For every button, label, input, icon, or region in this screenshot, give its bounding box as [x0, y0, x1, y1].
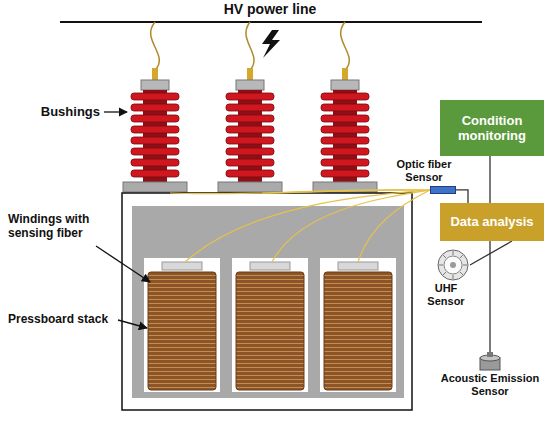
part-label: Pressboard stack: [8, 312, 130, 326]
part-label: HV power line: [190, 1, 350, 18]
uhf-sensor-bolt: [453, 275, 454, 279]
bushing-shed: [321, 104, 369, 111]
bushing-shed: [321, 93, 369, 100]
bushing-shed: [131, 159, 179, 166]
bushing-shed: [226, 159, 274, 166]
sensor-label: Optic fiber Sensor: [392, 158, 456, 184]
transformer-core: [132, 206, 404, 398]
sensor: UHF Sensor: [422, 248, 470, 308]
bushing: [218, 68, 282, 192]
bushing-shed: [131, 126, 179, 133]
winding-top: [338, 262, 378, 270]
bushing: [123, 68, 187, 192]
bushing-shed: [321, 115, 369, 122]
bushing-base: [218, 182, 282, 192]
sensor: Optic fiber Sensor: [392, 158, 456, 194]
sensing-fiber: [170, 190, 430, 194]
optic-sensor-body: [431, 186, 456, 193]
bushing-shed: [226, 93, 274, 100]
bushing-shed: [321, 159, 369, 166]
leader-arrow: [118, 320, 147, 328]
bushing-base: [123, 182, 187, 192]
sensing-fiber: [185, 190, 430, 262]
uhf-sensor-bolt: [439, 265, 443, 266]
bushing-cap: [236, 80, 264, 90]
transformer-tank: [122, 193, 412, 410]
uhf-sensor-bolt: [460, 272, 463, 275]
uhf-sensor-bolt: [460, 255, 463, 258]
sensing-fiber: [358, 190, 430, 262]
process-box: Condition monitoring: [440, 100, 544, 156]
leader-arrow: [104, 111, 127, 112]
core-window: [320, 258, 396, 392]
bushing-shed: [321, 170, 369, 177]
uhf-sensor-bolt: [443, 272, 446, 275]
optic-sensor-icon: [430, 186, 456, 194]
bushing-shed: [226, 115, 274, 122]
bushing-shed: [131, 93, 179, 100]
bushing-shed: [226, 104, 274, 111]
winding-top: [162, 262, 202, 270]
acoustic-sensor-icon: [478, 352, 502, 372]
box-label: Condition monitoring: [446, 113, 538, 144]
uhf-sensor-bolt: [463, 265, 467, 266]
sensor-label: Acoustic Emission Sensor: [436, 372, 544, 398]
sensor-icon: [436, 248, 470, 282]
bushing-shed: [321, 137, 369, 144]
part-label: Windings with sensing fiber: [8, 212, 112, 241]
sensor-label: UHF Sensor: [422, 282, 470, 308]
uhf-sensor-bolt: [443, 255, 446, 258]
bushing-shed: [321, 126, 369, 133]
sensor-icon: [478, 352, 502, 372]
bushing-shed: [131, 170, 179, 177]
connector-line: [456, 190, 468, 203]
process-box: Data analysis: [440, 203, 544, 241]
box-label: Data analysis: [450, 214, 533, 229]
bushing-shed: [131, 137, 179, 144]
core-windows: [144, 258, 396, 392]
sensing-fiber: [262, 189, 430, 193]
core-window: [232, 258, 308, 392]
lightning-symbol: [262, 30, 280, 58]
bushings: [123, 68, 377, 192]
bushing-lead: [341, 22, 350, 70]
uhf-sensor-disc: [438, 250, 468, 280]
bushing-shed: [226, 126, 274, 133]
bushing-cap: [141, 80, 169, 90]
winding: [324, 272, 392, 390]
bushing-shed: [226, 148, 274, 155]
bushing-lead: [151, 22, 160, 70]
acoustic-sensor-connector: [487, 352, 493, 357]
uhf-sensor-bolt: [453, 251, 454, 255]
leader-arrow: [96, 246, 150, 282]
uhf-sensor-center: [450, 262, 456, 268]
bushing-cap: [331, 80, 359, 90]
sensor-icon: [430, 186, 456, 194]
bushing-lead: [246, 22, 254, 70]
part-label: Bushings: [30, 104, 100, 120]
sensing-fiber: [272, 190, 430, 262]
connector-line: [489, 156, 490, 203]
sensor: Acoustic Emission Sensor: [436, 352, 544, 398]
bushing-shed: [321, 148, 369, 155]
winding-top: [250, 262, 290, 270]
bushing-shed: [131, 148, 179, 155]
connector-line: [489, 241, 490, 352]
connector-line: [470, 241, 512, 265]
winding: [236, 272, 304, 390]
bushing-shed: [226, 137, 274, 144]
bushing-shed: [131, 104, 179, 111]
winding: [148, 272, 216, 390]
uhf-sensor-icon: [436, 248, 470, 282]
bushing: [313, 68, 377, 192]
power-line: [60, 21, 482, 23]
bushing-shed: [131, 115, 179, 122]
core-window: [144, 258, 220, 392]
uhf-sensor-ring: [444, 256, 462, 274]
bushing-shed: [226, 170, 274, 177]
